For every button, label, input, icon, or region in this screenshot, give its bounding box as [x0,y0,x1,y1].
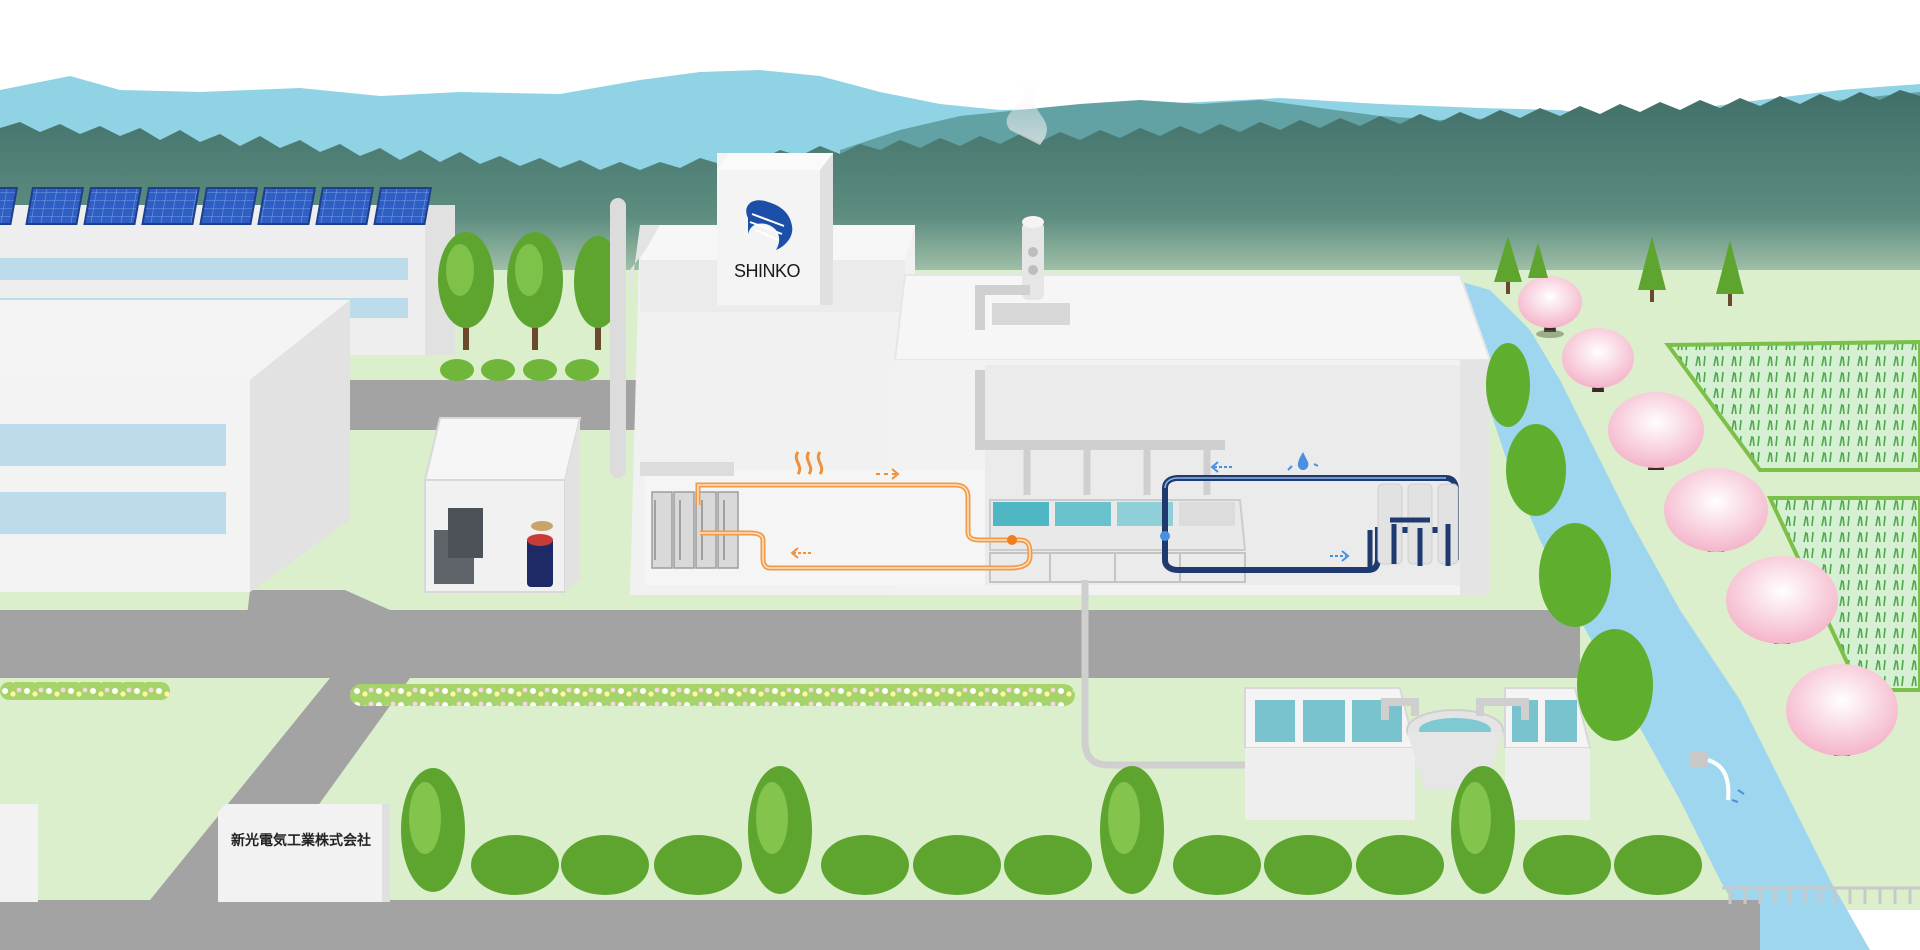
solar-panel-array [0,187,433,225]
plating-tank-2 [1055,502,1111,526]
river-outlet [1690,752,1745,803]
water-drop-icon [1287,452,1319,471]
shinko-logo-mark-icon [746,200,793,250]
rice-paddy-lower [1766,496,1920,692]
heat-recovery-loop [695,482,1033,571]
company-name-text: 新光電気工業株式会社 [231,832,371,848]
company-wordmark: SHINKO [734,261,801,281]
wastewater-treatment-facility [1244,687,1592,820]
flow-arrow-right-icon [1330,550,1350,562]
distant-pine-trees [1494,236,1744,306]
tree-row-front [401,766,1702,895]
riverside-fence [1722,886,1920,904]
logo-tower [717,153,833,305]
storage-shed [423,417,582,593]
process-machines [651,491,739,569]
heat-exchange-node [1007,535,1017,545]
wastewater-pipe [1081,580,1255,769]
office-building-front [0,300,350,592]
exhaust-duct [975,370,1225,450]
exhaust-stack [610,198,626,478]
flow-arrow-left-icon [1210,461,1232,473]
water-treatment-columns [1367,483,1459,570]
chemical-drum [527,537,553,587]
scrubber-tower [975,76,1070,330]
company-signboard [218,804,390,902]
flow-arrow-left-icon [790,547,812,559]
plating-tank-1 [993,502,1049,526]
roads [0,380,1760,950]
flower-bed-left [0,682,170,700]
heat-waves-icon [794,451,824,475]
rice-paddy-upper [1664,339,1920,472]
flow-arrow-right-icon [876,468,900,480]
hedge-row-riverside [1486,343,1653,741]
flower-bed-center [350,684,1075,706]
small-sign-left [0,804,38,902]
water-intake-node [1160,531,1170,541]
cherry-tree-row [1518,276,1898,756]
